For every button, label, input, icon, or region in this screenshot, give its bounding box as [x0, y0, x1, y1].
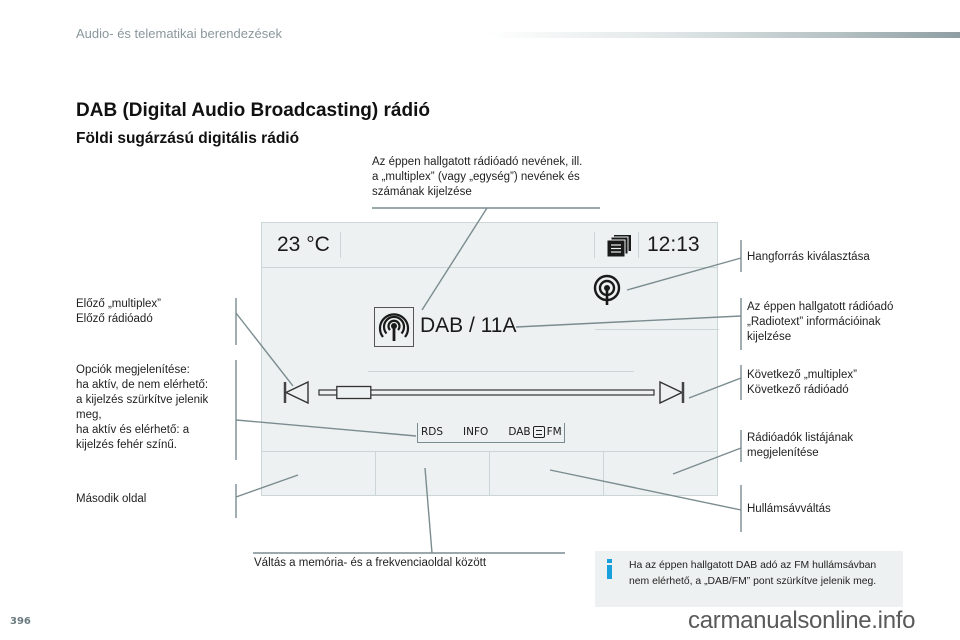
broadcast-antenna-icon: [374, 307, 414, 347]
callout-line: Előző „multiplex”: [76, 298, 161, 310]
info-box: Ha az éppen hallgatott DAB adó az FM hul…: [595, 551, 903, 607]
divider: [595, 329, 719, 330]
station-list-button[interactable]: [604, 452, 717, 496]
callout-line: Előző rádióadó: [76, 313, 153, 325]
page-number: 396: [10, 616, 31, 627]
callout-station-list: Rádióadók listájának megjelenítése: [747, 431, 853, 461]
callout-line: kijelzése: [747, 331, 792, 343]
status-bar: 23 °C 12:13: [262, 223, 717, 268]
callout-memory-frequency: Váltás a memória- és a frekvenciaoldal k…: [254, 557, 487, 569]
callout-line: Opciók megjelenítése:: [76, 364, 190, 376]
section-header: Audio- és telematikai berendezések: [76, 26, 282, 41]
divider: [638, 232, 639, 258]
callout-line: a „multiplex” (vagy „egység”) nevének és: [372, 171, 580, 183]
previous-track-icon[interactable]: [283, 380, 309, 405]
info-line: Ha az éppen hallgatott DAB adó az FM hul…: [629, 560, 877, 571]
options-bar[interactable]: RDS INFO DAB FM: [417, 423, 565, 443]
option-rds[interactable]: RDS: [421, 426, 444, 438]
page-title: DAB (Digital Audio Broadcasting) rádió: [76, 100, 430, 121]
radio-antenna-icon[interactable]: [592, 273, 622, 307]
slider-thumb[interactable]: [336, 385, 372, 400]
station-name: DAB / 11A: [420, 314, 517, 337]
temperature: 23 °C: [277, 233, 330, 256]
callout-line: Hullámsávváltás: [747, 503, 831, 515]
option-dab: DAB: [508, 426, 531, 438]
slider-track[interactable]: [318, 389, 655, 396]
callout-line: „Radiotext” információinak: [747, 316, 881, 328]
callout-line: Következő „multiplex”: [747, 369, 857, 381]
divider: [368, 371, 634, 372]
radio-screen: 23 °C 12:13: [261, 222, 719, 496]
callout-line: ha aktív, de nem elérhető:: [76, 379, 209, 391]
callout-line: számának kijelzése: [372, 186, 472, 198]
callout-line: Következő rádióadó: [747, 384, 849, 396]
callout-line: Az éppen hallgatott rádióadó: [747, 301, 894, 313]
next-track-icon[interactable]: [659, 380, 685, 405]
callout-source: Hangforrás kiválasztása: [747, 250, 870, 265]
swap-arrows-icon: [532, 426, 545, 438]
callout-line: meg,: [76, 409, 102, 421]
callout-line: megjelenítése: [747, 447, 819, 459]
bottom-buttons: [262, 451, 717, 496]
callout-next: Következő „multiplex” Következő rádióadó: [747, 368, 857, 398]
divider: [594, 232, 595, 258]
callout-radiotext: Az éppen hallgatott rádióadó „Radiotext”…: [747, 300, 893, 345]
info-line: nem elérhető, a „DAB/FM” pont szürkítve …: [629, 576, 877, 587]
callout-previous: Előző „multiplex” Előző rádióadó: [76, 297, 161, 327]
callout-line: a kijelzés szürkítve jelenik: [76, 394, 209, 406]
info-text: Ha az éppen hallgatott DAB adó az FM hul…: [629, 558, 876, 590]
watermark: carmanualsonline.info: [688, 607, 916, 634]
callout-line: Második oldal: [76, 493, 147, 505]
option-info[interactable]: INFO: [463, 426, 489, 438]
page-subtitle: Földi sugárzású digitális rádió: [76, 130, 300, 147]
callout-line: Hangforrás kiválasztása: [747, 251, 870, 263]
callout-line: Rádióadók listájának: [747, 432, 854, 444]
divider: [340, 232, 341, 258]
header-bar: [487, 32, 960, 38]
callout-line: kijelzés fehér színű.: [76, 439, 177, 451]
callout-second-page: Második oldal: [76, 492, 146, 507]
second-page-button[interactable]: [262, 452, 376, 496]
band-switch-button[interactable]: [490, 452, 604, 496]
info-icon: [607, 559, 612, 579]
frequency-slider[interactable]: [282, 377, 702, 407]
callout-station-name: Az éppen hallgatott rádióadó nevének, il…: [372, 155, 582, 200]
option-fm: FM: [546, 426, 562, 438]
option-dab-fm[interactable]: DAB FM: [508, 425, 562, 439]
callout-band: Hullámsávváltás: [747, 502, 831, 517]
callout-options: Opciók megjelenítése: ha aktív, de nem e…: [76, 363, 208, 453]
callout-line: Az éppen hallgatott rádióadó nevének, il…: [372, 156, 583, 168]
memory-frequency-button[interactable]: [376, 452, 490, 496]
clock: 12:13: [647, 233, 700, 256]
menu-stack-icon[interactable]: [606, 234, 632, 258]
callout-line: ha aktív és elérhető: a: [76, 424, 190, 436]
